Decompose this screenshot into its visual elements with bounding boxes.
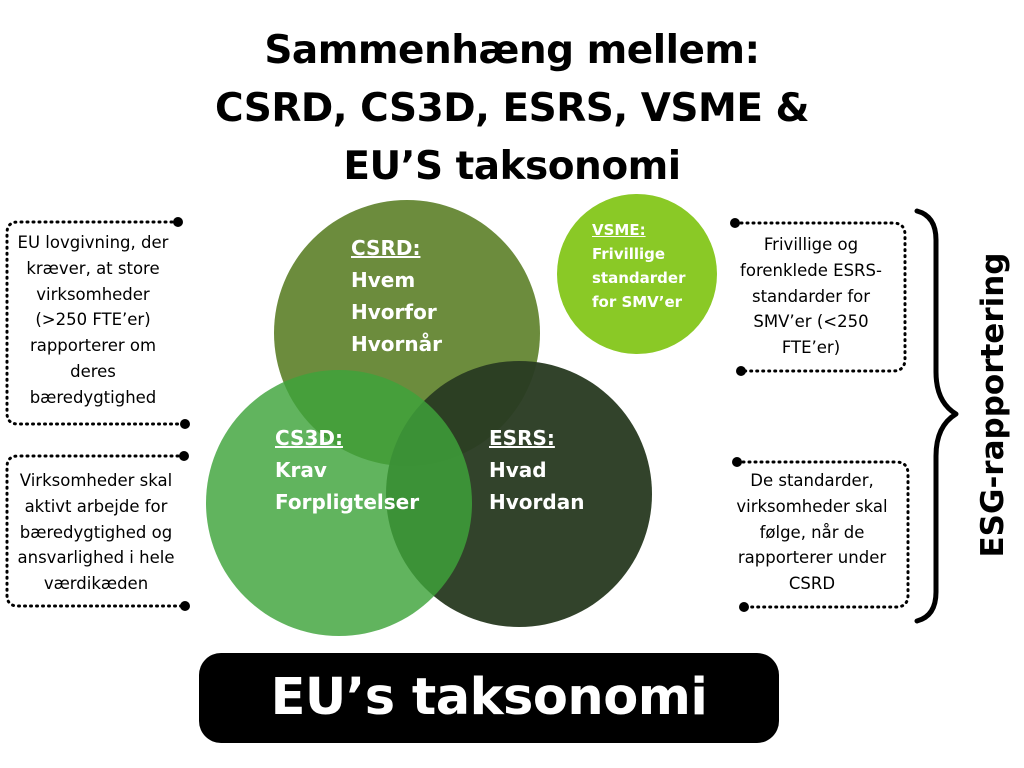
cs3d-label: CS3D: Krav Forpligtelser xyxy=(275,422,419,518)
csrd-line: Hvem xyxy=(351,268,416,292)
esrs-line: Hvordan xyxy=(489,490,585,514)
esrs-note-line: virksomheder skal xyxy=(736,496,888,516)
vsme-line: standarder xyxy=(592,269,686,287)
vsme-circle xyxy=(557,194,717,354)
cs3d-note-line: værdikæden xyxy=(43,574,149,594)
esrs-note-line: følge, når de xyxy=(759,522,865,542)
vsme-note-line: standarder for xyxy=(751,286,871,306)
csrd-note-line: deres xyxy=(70,361,116,381)
vsme-note-line: FTE’er) xyxy=(781,338,841,358)
esg-brace xyxy=(914,208,959,624)
vsme-line: for SMV’er xyxy=(592,293,683,311)
esg-reporting-label: ESG-rapportering xyxy=(975,252,1011,558)
csrd-line: Hvorfor xyxy=(351,300,437,324)
csrd-line: Hvornår xyxy=(351,332,442,356)
esrs-note-line: CSRD xyxy=(788,574,836,594)
cs3d-note: Virksomheder skal aktivt arbejde for bær… xyxy=(8,468,184,597)
vsme-note: Frivillige og forenklede ESRS- standarde… xyxy=(723,232,899,361)
vsme-note-line: SMV’er (<250 xyxy=(753,312,869,332)
cs3d-line: Krav xyxy=(275,458,327,482)
csrd-note-line: rapporterer om xyxy=(29,336,157,356)
vsme-line: Frivillige xyxy=(592,245,666,263)
esrs-line: Hvad xyxy=(489,458,547,482)
esrs-note: De standarder, virksomheder skal følge, … xyxy=(721,468,903,597)
cs3d-note-line: ansvarlighed i hele xyxy=(17,548,175,568)
csrd-note-connector xyxy=(5,217,190,429)
cs3d-line: Forpligtelser xyxy=(275,490,420,514)
vsme-note-line: forenklede ESRS- xyxy=(740,260,882,280)
vsme-note-connector xyxy=(730,218,907,376)
csrd-heading: CSRD: xyxy=(351,236,421,260)
csrd-note-line: (>250 FTE’er) xyxy=(35,310,151,330)
cs3d-note-line: Virksomheder skal xyxy=(19,471,173,490)
vsme-heading: VSME: xyxy=(592,221,646,239)
esrs-heading: ESRS: xyxy=(489,426,555,450)
csrd-note-line: virksomheder xyxy=(36,284,150,304)
csrd-note-line: kræver, at store xyxy=(26,258,160,278)
cs3d-circle xyxy=(206,370,472,636)
cs3d-heading: CS3D: xyxy=(275,426,343,450)
cs3d-note-line: bæredygtighed og xyxy=(19,522,173,542)
taxonomy-bar xyxy=(199,653,779,743)
title-line-3: EU’S taksonomi xyxy=(343,144,681,189)
csrd-note-line: bæredygtighed xyxy=(29,387,157,407)
esrs-label: ESRS: Hvad Hvordan xyxy=(489,422,584,518)
taxonomy-label: EU’s taksonomi xyxy=(270,668,708,727)
cs3d-note-line: aktivt arbejde for xyxy=(24,496,168,516)
vsme-note-line: Frivillige og xyxy=(763,235,859,254)
diagram-title: Sammenhæng mellem: CSRD, CS3D, ESRS, VSM… xyxy=(0,22,1024,196)
cs3d-note-connector xyxy=(5,451,190,611)
csrd-label: CSRD: Hvem Hvorfor Hvornår xyxy=(351,232,442,360)
vsme-label: VSME: Frivillige standarder for SMV’er xyxy=(592,218,685,314)
csrd-note: EU lovgivning, der kræver, at store virk… xyxy=(8,230,178,411)
title-line-2: CSRD, CS3D, ESRS, VSME & xyxy=(214,86,810,131)
esrs-note-connector xyxy=(732,457,910,612)
csrd-note-line: EU lovgivning, der xyxy=(17,233,169,252)
esrs-note-line: rapporterer under xyxy=(737,548,887,568)
esrs-note-line: De standarder, xyxy=(750,471,874,490)
title-line-1: Sammenhæng mellem: xyxy=(264,28,760,73)
